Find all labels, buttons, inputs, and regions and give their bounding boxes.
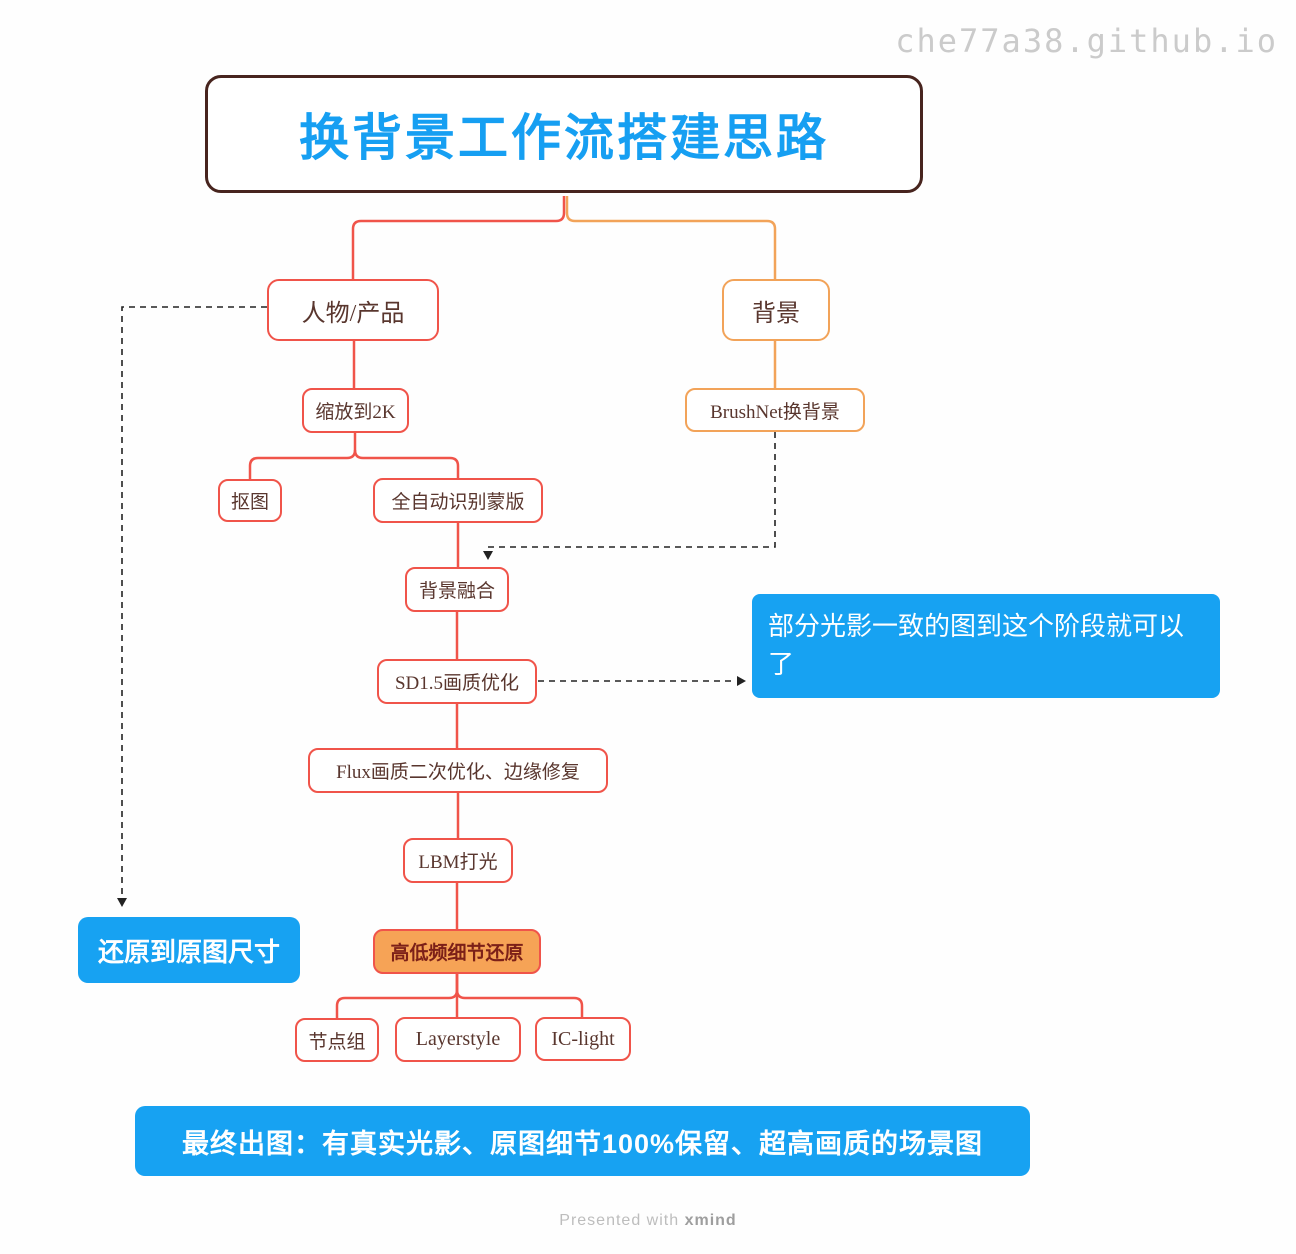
edge-highlow-iclight [455,974,584,1017]
arrowhead-down-restore [117,898,127,907]
node-node-group: 节点组 [295,1018,379,1062]
node-high-low-freq-restore: 高低频细节还原 [373,929,541,974]
node-flux-refine: Flux画质二次优化、边缘修复 [308,748,608,793]
edge-title-person [351,196,566,279]
node-ic-light: IC-light [535,1017,631,1061]
node-sd15-quality: SD1.5画质优化 [377,659,537,704]
footer-credit-prefix: Presented with [559,1212,680,1229]
node-auto-mask: 全自动识别蒙版 [373,478,543,523]
arrowhead-right-callout [737,676,746,686]
callout-restore-original-size: 还原到原图尺寸 [78,917,300,983]
node-scale-to-2k: 缩放到2K [302,388,409,433]
edge-scale2k-cutout [248,449,357,479]
callout-stage-note: 部分光影一致的图到这个阶段就可以了 [752,594,1220,698]
node-background-fusion: 背景融合 [405,567,509,612]
dashed-person-restore [121,306,267,898]
site-watermark: che77a38.github.io [895,22,1278,60]
root-node-label: 换背景工作流搭建思路 [299,110,829,166]
callout-final-output: 最终出图：有真实光影、原图细节100%保留、超高画质的场景图 [135,1106,1030,1176]
node-layerstyle: Layerstyle [395,1017,521,1062]
node-background: 背景 [722,279,830,341]
edge-scale2k-automask [353,449,460,478]
root-node: 换背景工作流搭建思路 [205,75,923,193]
node-person-product: 人物/产品 [267,279,439,341]
edge-highlow-nodegroup [335,974,459,1018]
node-lbm-lighting: LBM打光 [403,838,513,883]
footer-credit: Presented with xmind [0,1212,1296,1230]
xmind-brand: xmind [684,1212,737,1229]
node-brushnet-replace-bg: BrushNet换背景 [685,388,865,432]
edge-title-background [565,196,777,279]
arrowhead-down-bgfusion [483,551,493,560]
node-cutout: 抠图 [218,479,282,522]
